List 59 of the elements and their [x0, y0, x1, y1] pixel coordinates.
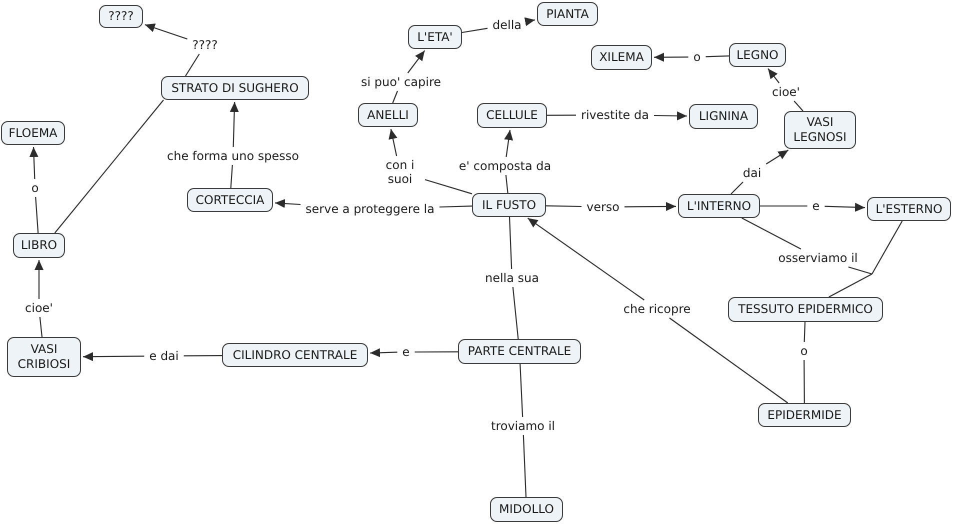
- edge-label: che forma uno spesso: [165, 149, 301, 163]
- edge-label: ????: [190, 38, 220, 52]
- concept-node: EPIDERMIDE: [758, 403, 851, 427]
- concept-node: XILEMA: [591, 45, 652, 70]
- concept-node: MIDOLLO: [490, 497, 563, 522]
- arrow: [527, 218, 788, 404]
- arrow: [730, 150, 789, 195]
- concept-node: VASI CRIBIOSI: [7, 337, 81, 377]
- connector-line: [828, 274, 872, 298]
- connector-line: [741, 217, 873, 275]
- edge-label: cioe': [770, 85, 802, 99]
- edge-label: e dai: [147, 349, 181, 363]
- arrow: [274, 199, 473, 208]
- arrow: [653, 52, 730, 62]
- arrow: [369, 348, 459, 358]
- concept-node: STRATO DI SUGHERO: [161, 76, 309, 100]
- concept-node: TESSUTO EPIDERMICO: [728, 297, 883, 322]
- concept-node: L'ESTERNO: [867, 197, 951, 221]
- connector-line: [804, 321, 806, 404]
- edge-label: osserviamo il: [776, 251, 860, 265]
- arrow: [34, 259, 44, 338]
- arrow: [29, 146, 39, 234]
- edge-label: serve a proteggere la: [304, 202, 436, 216]
- concept-node: CORTECCIA: [187, 188, 273, 212]
- concept-node: CELLULE: [477, 103, 547, 128]
- arrow: [759, 202, 866, 212]
- edge-label: e' composta da: [456, 159, 554, 173]
- concept-node: PARTE CENTRALE: [458, 339, 581, 364]
- arrow: [504, 129, 514, 194]
- concept-node: IL FUSTO: [472, 193, 546, 217]
- arrow: [546, 111, 688, 120]
- concept-node: L'ETA': [408, 25, 462, 49]
- concept-node: LEGNO: [729, 43, 786, 67]
- concept-node: ????: [99, 5, 143, 28]
- concept-node: PIANTA: [537, 2, 598, 26]
- arrow: [388, 128, 473, 194]
- arrow: [230, 101, 239, 189]
- connector-line: [872, 220, 903, 274]
- concept-node: FLOEMA: [1, 121, 65, 145]
- concept-node: VASI LEGNOSI: [784, 111, 856, 149]
- edge-label: si puo' capire: [358, 75, 444, 89]
- arrow: [461, 17, 536, 34]
- arrow: [545, 202, 677, 211]
- concept-node: CILINDRO CENTRALE: [222, 343, 368, 367]
- edge-label: che ricopre: [621, 302, 693, 316]
- edge-label: rivestite da: [579, 108, 651, 122]
- arrow: [82, 352, 223, 362]
- arrow: [767, 68, 804, 112]
- connector-line: [520, 363, 527, 498]
- arrow: [392, 50, 426, 104]
- connector-line: [508, 216, 519, 340]
- edge-label: cioe': [23, 301, 55, 315]
- arrow: [144, 24, 200, 77]
- connector-line: [54, 100, 164, 234]
- concept-node: LIGNINA: [689, 104, 758, 129]
- edge-label: dai: [740, 166, 764, 180]
- concept-node: ANELLI: [358, 103, 418, 127]
- concept-node: LIBRO: [13, 233, 65, 258]
- concept-node: L'INTERNO: [678, 194, 760, 218]
